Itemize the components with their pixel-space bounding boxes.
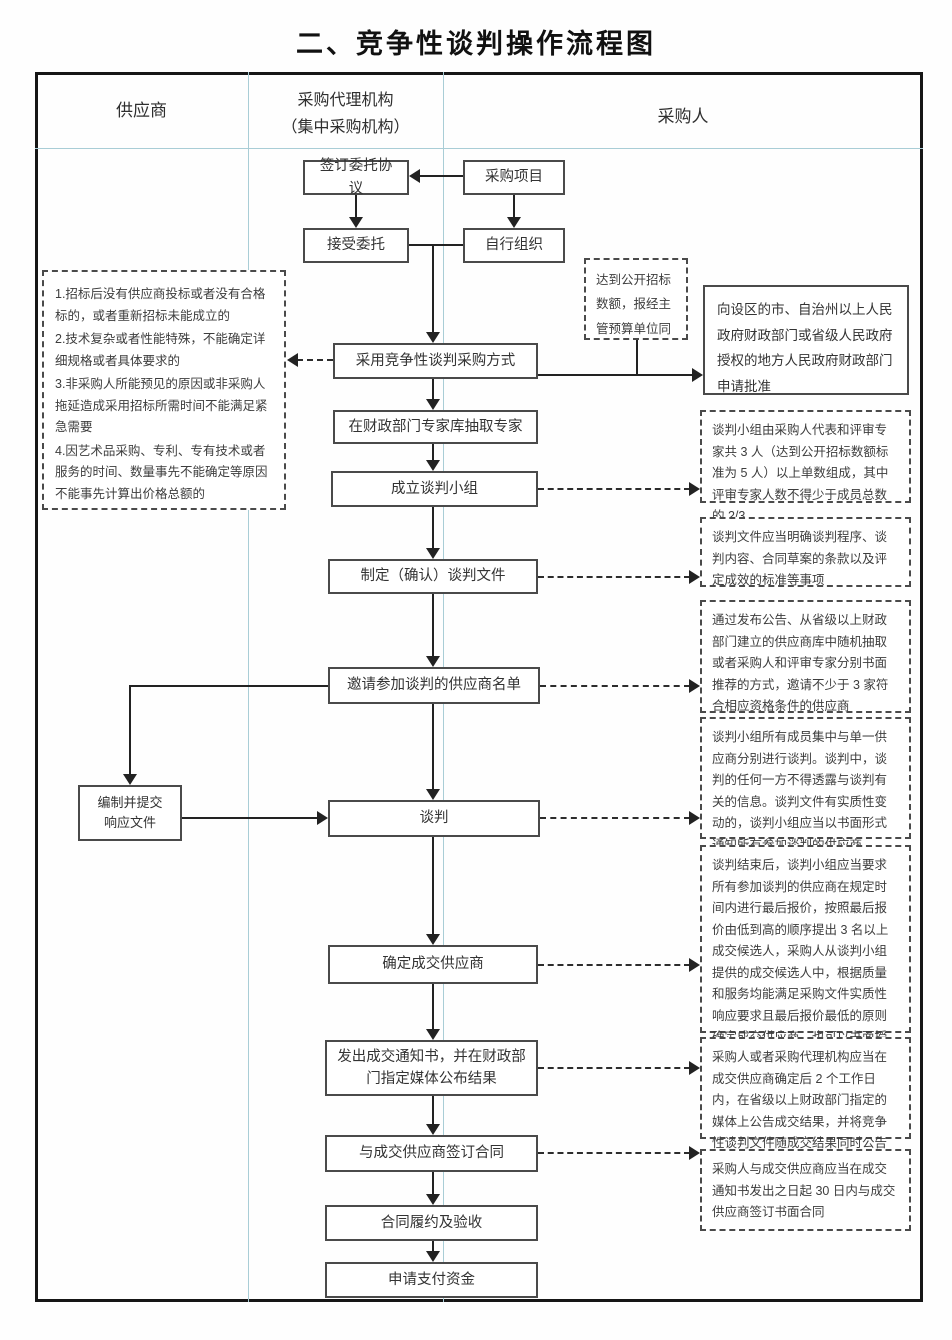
- flow-line: [419, 175, 463, 177]
- arrow-down-icon: [426, 399, 440, 410]
- agency-header-line2: （集中采购机构）: [281, 119, 410, 137]
- column-header-purchaser: 采购人: [657, 107, 709, 126]
- flow-line: [513, 195, 515, 218]
- flow-box-issue-notice: 发出成交通知书，并在财政部门指定媒体公布结果: [325, 1040, 538, 1096]
- arrow-down-icon: [426, 1194, 440, 1205]
- note-left-reasons: 1.招标后没有供应商投标或者没有合格标的，或者重新招标未能成立的 2.技术复杂或…: [42, 270, 286, 510]
- arrow-right-icon: [689, 1146, 700, 1160]
- flow-line: [432, 594, 434, 657]
- reason-item-4: 4.因艺术品采购、专利、专有技术或者服务的时间、数量事先不能确定等原因不能事先计…: [55, 443, 268, 501]
- flow-line: [182, 817, 318, 819]
- flow-line: [355, 195, 357, 218]
- flow-line: [432, 1096, 434, 1125]
- flow-line: [432, 704, 434, 790]
- flow-box-adopt-method: 采用竞争性谈判采购方式: [333, 343, 538, 379]
- flow-line: [130, 685, 328, 687]
- arrow-right-icon: [689, 679, 700, 693]
- flow-box-contract-acceptance: 合同履约及验收: [325, 1205, 538, 1241]
- flow-line: [432, 984, 434, 1030]
- arrow-left-icon: [409, 169, 420, 183]
- arrow-down-icon: [426, 656, 440, 667]
- note-final-quote: 谈判结束后，谈判小组应当要求所有参加谈判的供应商在规定时间内进行最后报价，按照最…: [700, 845, 911, 1066]
- arrow-right-icon: [692, 368, 703, 382]
- note-group-composition: 谈判小组由采购人代表和评审专家共 3 人（达到公开招标数额标准为 5 人）以上单…: [700, 410, 911, 523]
- arrow-down-icon: [426, 1251, 440, 1262]
- arrow-down-icon: [426, 1124, 440, 1135]
- flow-box-self-organize: 自行组织: [463, 228, 565, 263]
- box-apply-approval: 向设区的市、自治州以上人民政府财政部门或省级人民政府授权的地方人民政府财政部门申…: [703, 285, 909, 395]
- arrow-down-icon: [426, 934, 440, 945]
- arrow-left-icon: [287, 353, 298, 367]
- arrow-right-icon: [689, 482, 700, 496]
- arrow-right-icon: [689, 570, 700, 584]
- reason-item-3: 3.非采购人所能预见的原因或非采购人拖延造成采用招标所需时间不能满足紧急需要: [55, 377, 268, 434]
- arrow-down-icon: [426, 548, 440, 559]
- header-divider: [35, 148, 923, 149]
- flow-box-form-group: 成立谈判小组: [331, 471, 538, 507]
- arrow-down-icon: [426, 789, 440, 800]
- flow-line: [538, 374, 693, 376]
- flow-line: [432, 444, 434, 461]
- flow-line-dashed: [538, 576, 690, 578]
- arrow-down-icon: [123, 774, 137, 785]
- reason-item-1: 1.招标后没有供应商投标或者没有合格标的，或者重新招标未能成立的: [55, 287, 266, 323]
- flow-line: [432, 244, 434, 333]
- flow-line: [432, 379, 434, 400]
- flow-box-prepare-response: 编制并提交 响应文件: [78, 785, 182, 841]
- reason-item-2: 2.技术复杂或者性能特殊，不能确定详细规格或者具体要求的: [55, 332, 266, 368]
- flow-box-sign-contract: 与成交供应商签订合同: [325, 1135, 538, 1172]
- arrow-down-icon: [349, 217, 363, 228]
- prepare-response-line2: 响应文件: [103, 815, 156, 830]
- column-header-supplier: 供应商: [116, 101, 167, 120]
- flow-line-dashed: [538, 964, 690, 966]
- flow-box-extract-experts: 在财政部门专家库抽取专家: [333, 410, 538, 444]
- prepare-response-line1: 编制并提交: [97, 794, 163, 810]
- note-invitation-method: 通过发布公告、从省级以上财政部门建立的供应商库中随机抽取或者采购人和评审专家分别…: [700, 600, 911, 713]
- arrow-down-icon: [426, 332, 440, 343]
- flow-line-dashed: [540, 817, 690, 819]
- note-negotiation-rules: 谈判小组所有成员集中与单一供应商分别进行谈判。谈判中，谈判的任何一方不得透露与谈…: [700, 717, 911, 852]
- note-approval-threshold: 达到公开招标数额，报经主管预算单位同: [584, 258, 688, 340]
- note-announce-result: 采购人或者采购代理机构应当在成交供应商确定后 2 个工作日内，在省级以上财政部门…: [700, 1037, 911, 1150]
- flow-box-apply-payment: 申请支付资金: [325, 1262, 538, 1298]
- flow-line: [409, 244, 463, 246]
- arrow-right-icon: [317, 811, 328, 825]
- page-title: 二、竞争性谈判操作流程图: [296, 29, 656, 59]
- flow-line-dashed: [538, 1067, 690, 1069]
- chart-frame: [35, 72, 923, 1302]
- flow-box-accept-commission: 接受委托: [303, 228, 409, 263]
- flow-line: [129, 685, 131, 775]
- flow-box-determine-supplier: 确定成交供应商: [328, 945, 538, 984]
- column-divider-1: [248, 72, 249, 1302]
- flow-line-dashed: [538, 488, 690, 490]
- flow-line: [432, 837, 434, 935]
- arrow-right-icon: [689, 1061, 700, 1075]
- column-header-agency: 采购代理机构 （集中采购机构）: [248, 87, 443, 141]
- arrow-down-icon: [426, 460, 440, 471]
- flow-line: [636, 340, 638, 375]
- note-sign-deadline: 采购人与成交供应商应当在成交通知书发出之日起 30 日内与成交供应商签订书面合同: [700, 1149, 911, 1231]
- flow-line: [432, 1241, 434, 1253]
- flow-line-dashed: [297, 359, 333, 361]
- flow-box-make-documents: 制定（确认）谈判文件: [328, 559, 538, 594]
- flow-line: [432, 507, 434, 549]
- arrow-right-icon: [689, 811, 700, 825]
- note-doc-requirements: 谈判文件应当明确谈判程序、谈判内容、合同草案的条款以及评定成效的标准等事项: [700, 517, 911, 587]
- flow-box-invite-list: 邀请参加谈判的供应商名单: [328, 667, 540, 704]
- agency-header-line1: 采购代理机构: [297, 92, 394, 109]
- flow-line: [432, 1172, 434, 1195]
- flow-box-sign-agreement: 签订委托协议: [303, 158, 409, 197]
- flow-line-dashed: [540, 685, 690, 687]
- arrow-right-icon: [689, 958, 700, 972]
- flow-line-dashed: [538, 1152, 690, 1154]
- arrow-down-icon: [426, 1029, 440, 1040]
- flow-box-negotiate: 谈判: [328, 800, 540, 837]
- arrow-down-icon: [507, 217, 521, 228]
- flow-box-procurement-project: 采购项目: [463, 160, 565, 195]
